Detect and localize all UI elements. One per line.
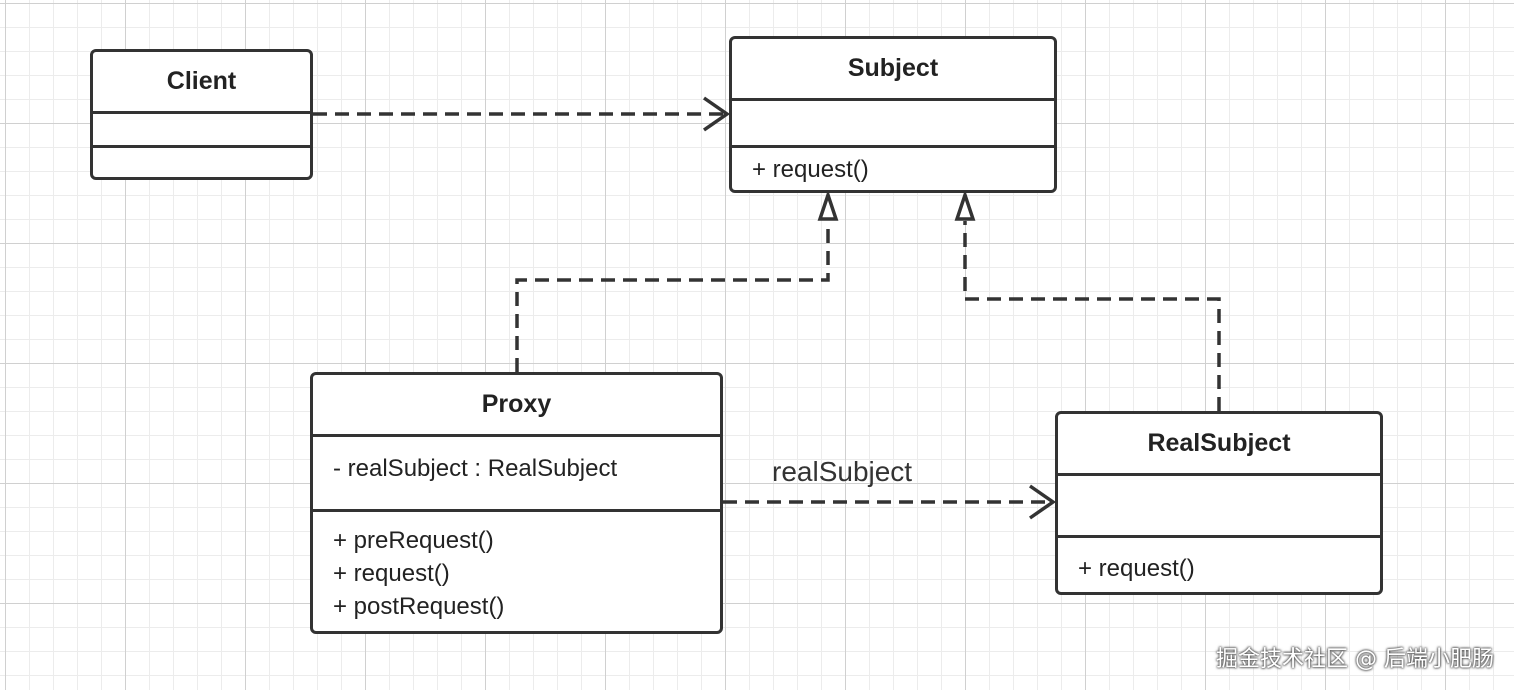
client-class-name: Client [93, 52, 310, 114]
subject-class[interactable]: Subject + request() [729, 36, 1057, 193]
client-subject-open-arrowhead [703, 96, 731, 132]
proxy-class-name: Proxy [313, 375, 720, 437]
proxy-subject-hollow-triangle [817, 189, 839, 221]
realsubject-subject-hollow-triangle [954, 189, 976, 221]
watermark-text: 掘金技术社区 @ 后端小肥肠 [1216, 647, 1494, 672]
proxy-realsubject-open-arrowhead [1029, 484, 1057, 520]
proxy-class[interactable]: Proxy - realSubject : RealSubject + preR… [310, 372, 723, 634]
proxy-operation: + preRequest() [333, 527, 494, 554]
realsubject-class-name: RealSubject [1058, 414, 1380, 476]
subject-operation: + request() [752, 156, 869, 183]
client-operations-compartment [93, 148, 310, 177]
realsubject-operation: + request() [1078, 555, 1195, 582]
client-class[interactable]: Client [90, 49, 313, 180]
realsubject-class[interactable]: RealSubject + request() [1055, 411, 1383, 595]
subject-operations-compartment: + request() [732, 148, 1054, 190]
subject-attributes-compartment [732, 101, 1054, 148]
proxy-operation: + request() [333, 560, 450, 587]
realsubject-operations-compartment: + request() [1058, 538, 1380, 592]
subject-class-name: Subject [732, 39, 1054, 101]
proxy-operation: + postRequest() [333, 593, 505, 620]
proxy-realsubject-association-label: realSubject [772, 456, 913, 487]
realsubject-subject-realization-line[interactable] [963, 221, 1221, 411]
proxy-attribute: - realSubject : RealSubject [333, 455, 618, 482]
proxy-operations-compartment: + preRequest() + request() + postRequest… [313, 512, 720, 631]
proxy-subject-realization-line[interactable] [515, 221, 830, 372]
realsubject-attributes-compartment [1058, 476, 1380, 538]
proxy-attributes-compartment: - realSubject : RealSubject [313, 437, 720, 512]
client-attributes-compartment [93, 114, 310, 148]
